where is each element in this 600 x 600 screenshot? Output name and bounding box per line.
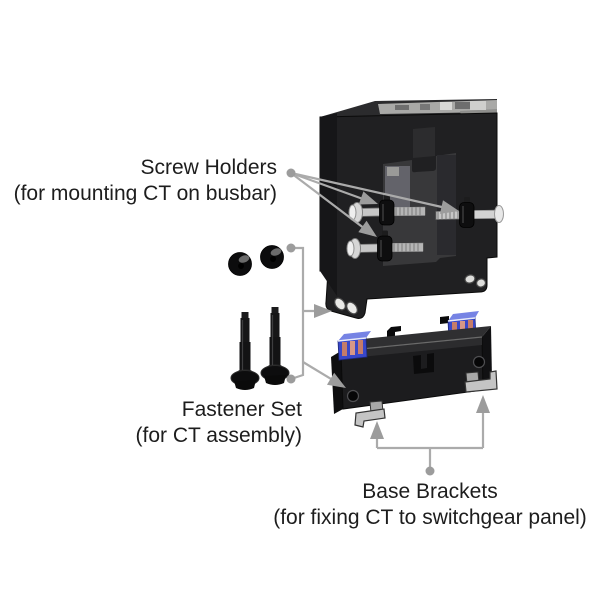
screw-holder	[379, 199, 395, 226]
mounting-screw-upper-left	[348, 194, 426, 226]
ct-left-bevel	[320, 113, 337, 296]
arrowhead	[370, 421, 384, 439]
ct-foot-hole	[475, 278, 487, 288]
ct-label-mark	[470, 101, 486, 110]
screw-holders-title: Screw Holders	[140, 156, 277, 179]
base-bracket-right	[464, 370, 498, 393]
fastener-set	[228, 245, 290, 390]
base-front-highlight	[341, 337, 482, 359]
ct-base-unit	[331, 311, 498, 428]
ct-label-mark	[440, 102, 452, 110]
assembly-bolt	[260, 307, 290, 385]
screw-holder	[377, 235, 393, 262]
base-hole	[346, 389, 360, 403]
callouts	[286, 168, 490, 476]
base-top-face	[341, 326, 491, 351]
base-center-tab	[413, 353, 434, 374]
screw-holders-subtitle: (for mounting CT on busbar)	[13, 182, 277, 205]
hex-nut	[228, 252, 252, 276]
callout-fastener-set	[286, 243, 346, 388]
base-brackets-subtitle: (for fixing CT to switchgear panel)	[273, 506, 587, 529]
callout-base-brackets	[370, 395, 490, 476]
ct-foot-hole	[346, 301, 358, 315]
callout-dot	[425, 466, 435, 476]
current-transformer	[319, 99, 504, 319]
arrowhead	[476, 395, 490, 413]
mounting-screw-lower-left	[346, 230, 424, 262]
arrowhead	[314, 304, 332, 318]
fastener-set-subtitle: (for CT assembly)	[135, 424, 302, 447]
ct-foot-hole	[464, 274, 476, 284]
mounting-screw-right	[435, 197, 504, 228]
base-back-clip	[440, 316, 449, 324]
arrowhead	[358, 220, 377, 237]
ct-label-mark	[420, 104, 430, 110]
arrowhead	[358, 191, 378, 205]
terminal-block	[337, 331, 371, 361]
label-base-brackets: Base Brackets (for fixing CT to switchge…	[255, 479, 600, 531]
callout-dot	[286, 243, 296, 253]
callout-dot	[286, 374, 296, 384]
ct-window-highlight	[387, 167, 399, 176]
ct-core-seam	[413, 127, 435, 158]
base-bracket-left	[354, 400, 386, 428]
screw-holder	[459, 202, 475, 228]
base-hole	[472, 355, 486, 369]
callout-dot	[286, 168, 296, 178]
hex-nut	[260, 245, 284, 269]
ct-foot-hole	[334, 297, 346, 311]
fastener-set-title: Fastener Set	[181, 398, 302, 421]
assembly-bolt	[230, 312, 260, 390]
base-brackets-title: Base Brackets	[362, 480, 498, 503]
label-fastener-set: Fastener Set (for CT assembly)	[52, 397, 302, 449]
ct-label-mark	[455, 102, 473, 109]
label-screw-holders: Screw Holders (for mounting CT on busbar…	[0, 155, 277, 207]
callout-screw-holders	[286, 168, 459, 237]
arrowhead	[439, 200, 459, 214]
ct-label-mark	[395, 105, 409, 110]
arrowhead	[326, 372, 346, 388]
